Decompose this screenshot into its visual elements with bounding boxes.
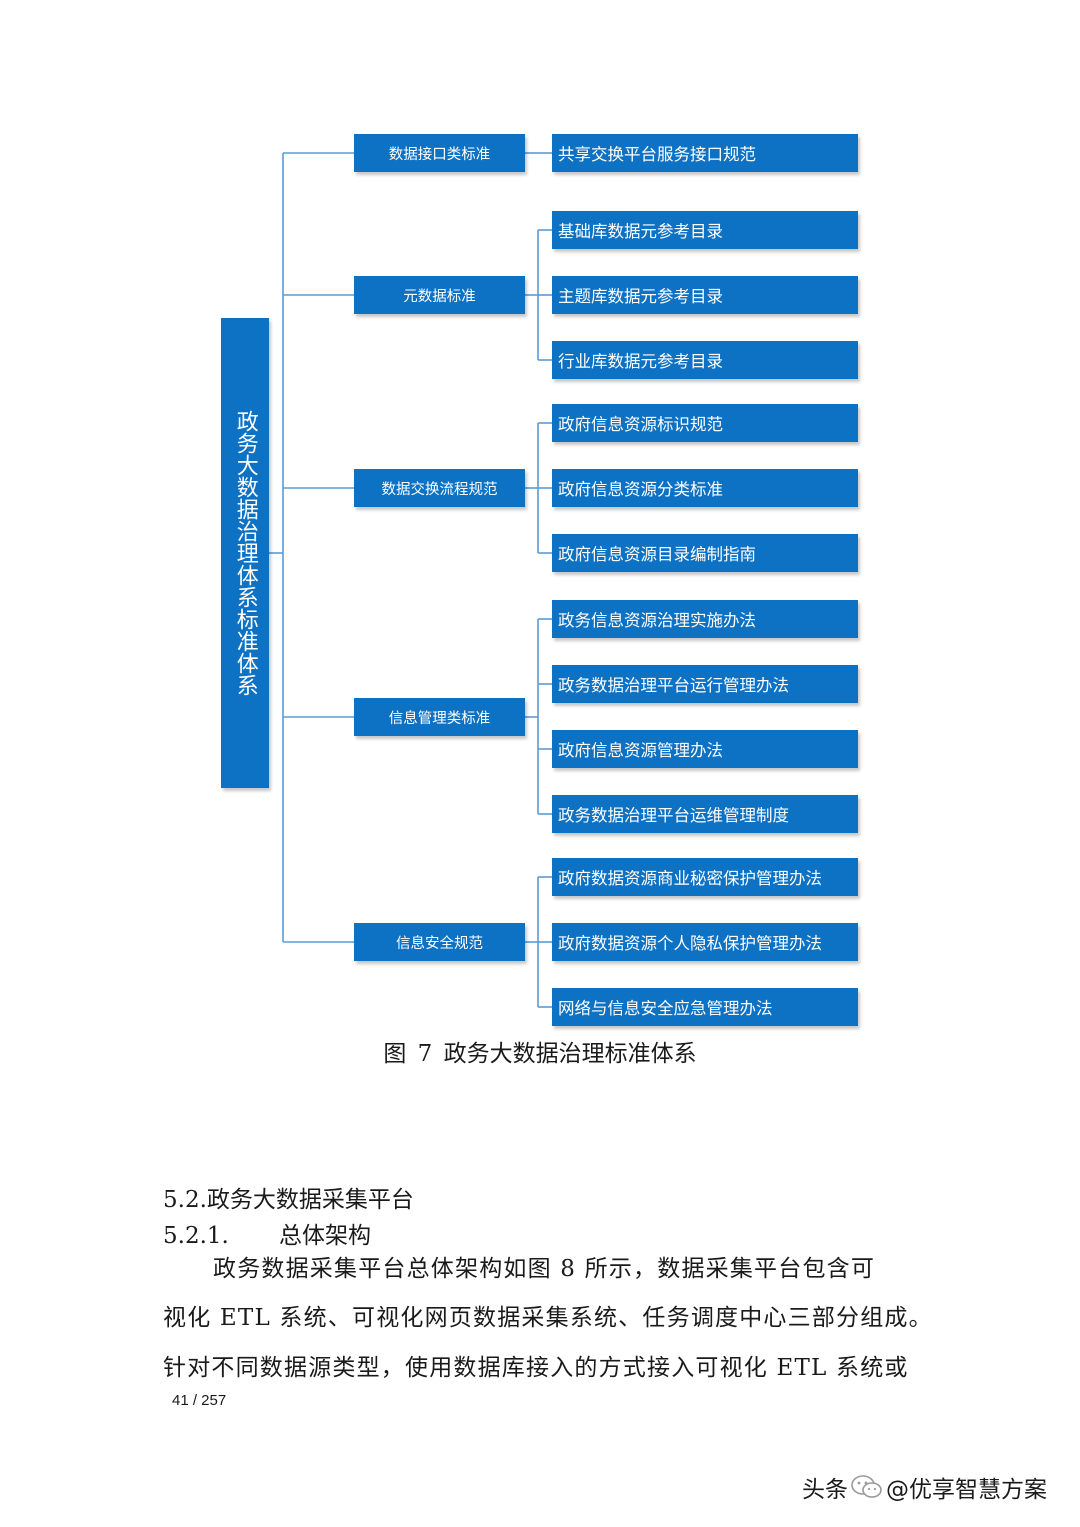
paragraph-line: 视化 ETL 系统、可视化网页数据采集系统、任务调度中心三部分组成。 [163, 1305, 933, 1331]
standard-leaf-node: 政府信息资源标识规范 [552, 404, 858, 442]
standard-leaf-node: 政府信息资源目录编制指南 [552, 534, 858, 572]
paragraph-line: 政务数据采集平台总体架构如图 8 所示，数据采集平台包含可 [213, 1256, 876, 1282]
standard-leaf-node: 政务数据治理平台运维管理制度 [552, 795, 858, 833]
standard-leaf-node: 政府信息资源管理办法 [552, 730, 858, 768]
figure-caption: 图 7 政务大数据治理标准体系 [0, 1034, 1080, 1068]
standard-leaf-node: 共享交换平台服务接口规范 [552, 134, 858, 172]
standard-leaf-node: 主题库数据元参考目录 [552, 276, 858, 314]
heading-3-number: 5.2.1. [163, 1223, 229, 1249]
caption-number: 7 [417, 1041, 433, 1067]
section-heading-3: 5.2.1. 总体架构 [163, 1216, 371, 1250]
caption-title: 政务大数据治理标准体系 [443, 1041, 697, 1067]
page-number: 41 / 257 [172, 1392, 227, 1409]
watermark-handle: @优享智慧方案 [886, 1477, 1047, 1503]
standard-leaf-node: 政府数据资源个人隐私保护管理办法 [552, 923, 858, 961]
standard-leaf-node: 网络与信息安全应急管理办法 [552, 988, 858, 1026]
tree-connector-lines [269, 152, 552, 1008]
standard-leaf-node: 政府数据资源商业秘密保护管理办法 [552, 858, 858, 896]
category-node: 数据接口类标准 [354, 134, 525, 172]
category-node: 信息管理类标准 [354, 698, 525, 736]
category-node: 信息安全规范 [354, 923, 525, 961]
watermark-source: 头条 [802, 1477, 848, 1503]
section-heading-2: 5.2.政务大数据采集平台 [163, 1187, 414, 1213]
category-node: 数据交换流程规范 [354, 469, 525, 507]
standards-tree-diagram: 政务大数据治理体系标准体系 数据接口类标准共享交换平台服务接口规范元数据标准基础… [221, 134, 858, 1026]
root-node: 政务大数据治理体系标准体系 [221, 318, 269, 788]
standard-leaf-node: 政务数据治理平台运行管理办法 [552, 665, 858, 703]
heading-3-title: 总体架构 [279, 1223, 371, 1249]
standard-leaf-node: 政务信息资源治理实施办法 [552, 600, 858, 638]
standard-leaf-node: 政府信息资源分类标准 [552, 469, 858, 507]
standard-leaf-node: 基础库数据元参考目录 [552, 211, 858, 249]
caption-prefix: 图 [383, 1041, 407, 1067]
category-node: 元数据标准 [354, 276, 525, 314]
paragraph-line: 针对不同数据源类型，使用数据库接入的方式接入可视化 ETL 系统或 [163, 1355, 909, 1381]
source-watermark: 头条 @优享智慧方案 [802, 1470, 1047, 1504]
standard-leaf-node: 行业库数据元参考目录 [552, 341, 858, 379]
wechat-icon [851, 1475, 882, 1498]
